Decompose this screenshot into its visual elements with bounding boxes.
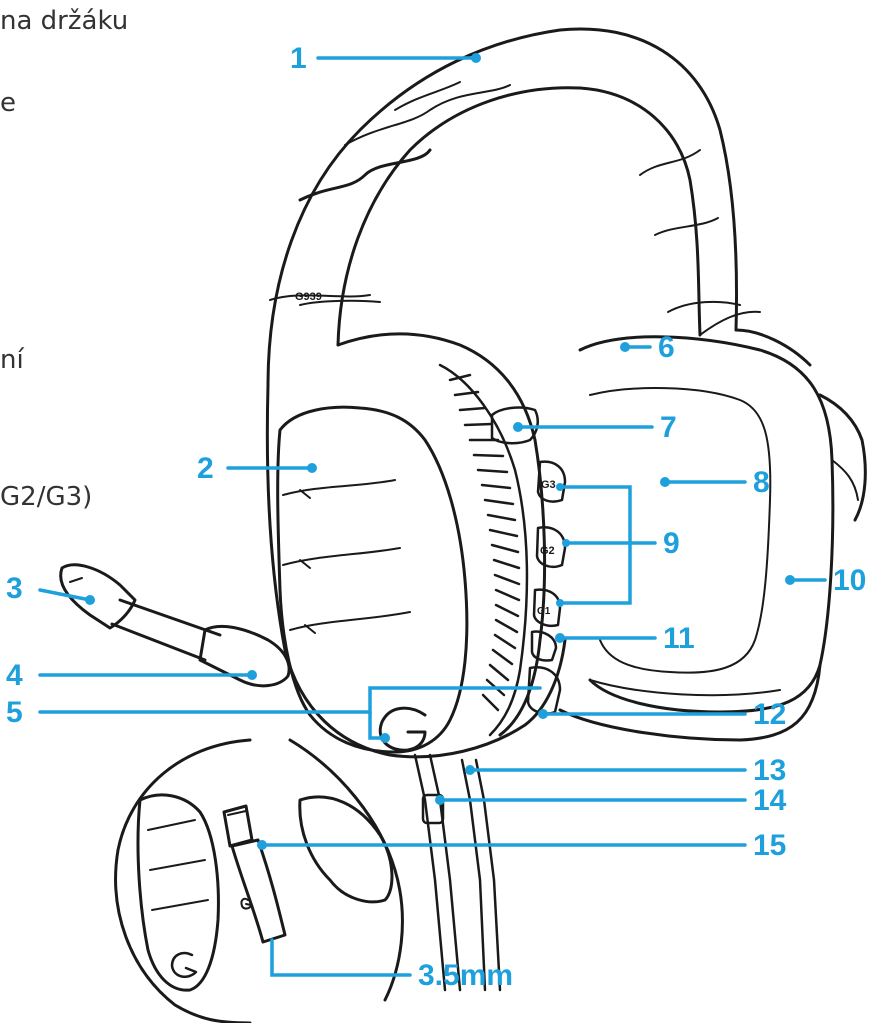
callout-1: 1 <box>290 42 307 75</box>
callout-6: 6 <box>658 331 675 364</box>
button-label-g3: G3 <box>541 479 556 491</box>
right-earcup <box>560 337 865 740</box>
callout-5: 5 <box>6 696 23 729</box>
ribbed-edge <box>440 365 527 735</box>
callout-2: 2 <box>197 452 214 485</box>
callout-15: 15 <box>753 829 786 862</box>
callout-14: 14 <box>753 784 787 817</box>
button-label-g2: G2 <box>540 545 555 557</box>
callout-4: 4 <box>6 659 23 692</box>
callout-3-5mm: 3.5mm <box>418 959 513 992</box>
inset-magnifier <box>116 740 403 1023</box>
callout-13: 13 <box>753 754 786 787</box>
logitech-g-logo <box>380 708 425 750</box>
leader-35mm <box>272 940 410 975</box>
headband <box>268 29 810 385</box>
callout-11: 11 <box>663 622 695 655</box>
microphone-boom <box>61 565 289 686</box>
callout-9: 9 <box>663 527 680 560</box>
cables <box>415 755 500 990</box>
usb-receiver-illustration <box>224 806 285 942</box>
callout-12: 12 <box>753 698 786 731</box>
model-label: G939 <box>295 291 322 303</box>
leader-9-bracket <box>560 487 630 603</box>
leader-5a <box>40 688 540 712</box>
button-label-g1: G1 <box>537 606 551 617</box>
callout-lines <box>40 58 825 975</box>
callout-8: 8 <box>753 466 770 499</box>
callout-10: 10 <box>833 564 866 597</box>
callout-7: 7 <box>660 411 677 444</box>
control-buttons <box>492 408 565 714</box>
callout-3: 3 <box>6 572 23 605</box>
